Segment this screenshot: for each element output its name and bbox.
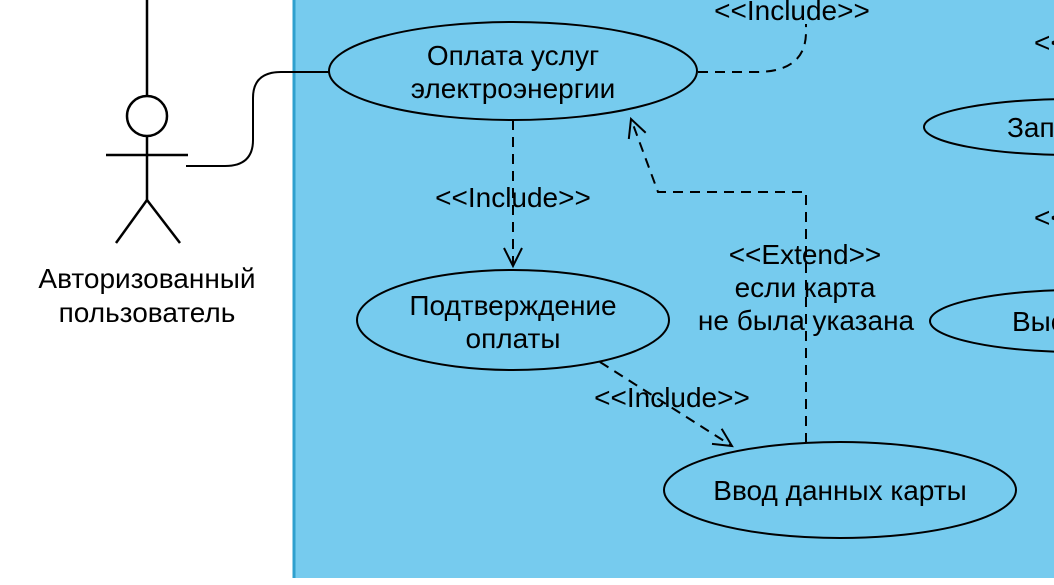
- usecase-pay-label-line2: электроэнергии: [411, 73, 616, 104]
- usecase-confirm-label-line1: Подтверждение: [409, 290, 616, 321]
- extend-label-line2: если карта: [735, 272, 876, 303]
- usecase-pay-label-line1: Оплата услуг: [427, 40, 599, 71]
- actor-right-leg: [146, 199, 181, 244]
- extend-label-line1: <<Extend>>: [729, 239, 882, 270]
- include-edge-pay-to-right[interactable]: [698, 24, 807, 73]
- include-edge-confirm-to-card[interactable]: [599, 361, 734, 448]
- extend-label-line3: не была указана: [698, 305, 915, 336]
- extend-edge-card-to-pay[interactable]: [627, 116, 807, 443]
- usecase-partial-bottom-right[interactable]: Выс: [929, 289, 1054, 353]
- usecase-confirm-payment[interactable]: Подтверждение оплаты: [356, 269, 670, 371]
- usecase-confirm-label-line2: оплаты: [466, 323, 561, 354]
- actor-label-line1: Авторизованный: [38, 263, 255, 294]
- usecase-card-shape[interactable]: [663, 441, 1017, 539]
- association-actor-to-pay[interactable]: [186, 71, 331, 167]
- usecase-partial-top-right[interactable]: Зап: [923, 98, 1054, 156]
- include-top-label: <<Include>>: [714, 0, 870, 26]
- actor-head: [125, 94, 169, 138]
- actor-left-leg: [114, 199, 149, 244]
- usecase-partial-top-shape[interactable]: [923, 98, 1054, 156]
- usecase-partial-top-label: Зап: [1007, 112, 1054, 143]
- usecase-card-entry[interactable]: Ввод данных карты: [663, 441, 1017, 539]
- usecase-confirm-shape[interactable]: [356, 269, 670, 371]
- include-lower-label: <<Include>>: [594, 382, 750, 413]
- usecase-partial-bottom-shape[interactable]: [929, 289, 1054, 353]
- actor-authorized-user[interactable]: Авторизованный пользователь: [38, 0, 256, 328]
- usecase-partial-bottom-label: Выс: [1012, 306, 1054, 337]
- include-middle-label: <<Include>>: [435, 182, 591, 213]
- usecase-pay-shape[interactable]: [328, 21, 698, 121]
- usecase-card-label: Ввод данных карты: [713, 475, 966, 506]
- clipped-label-top-right: <<: [1034, 27, 1054, 58]
- clipped-label-middle-right: <<: [1034, 202, 1054, 233]
- usecase-pay-electricity[interactable]: Оплата услуг электроэнергии: [328, 21, 698, 121]
- actor-label-line2: пользователь: [59, 297, 236, 328]
